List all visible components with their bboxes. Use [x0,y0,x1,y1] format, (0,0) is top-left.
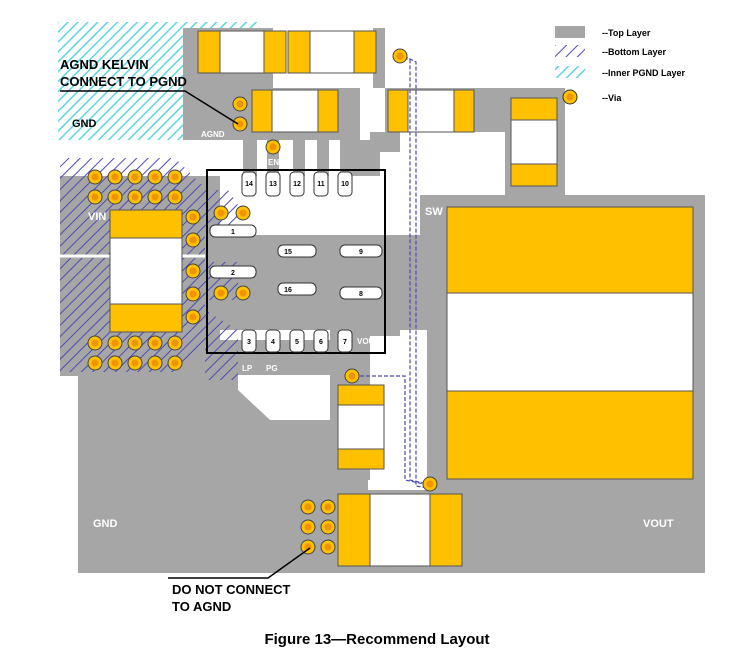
do-not-connect-annotation: DO NOT CONNECT TO AGND [168,547,311,614]
net-label-gnd-top: GND [72,118,97,130]
ic-outline [206,169,386,354]
via-group [87,48,438,555]
via-hole [304,523,312,531]
passive-components [109,30,694,567]
via-hole [111,193,119,201]
via-hole [189,313,197,321]
via-hole [171,173,179,181]
via-hole [324,503,332,511]
via-hole [236,120,244,128]
pin-1-label: 1 [231,229,235,236]
legend-bottom-layer-label: --Bottom Layer [602,47,666,57]
via-hole [217,209,225,217]
legend-via-label: --Via [602,93,622,103]
via-hole [239,289,247,297]
via-hole [131,173,139,181]
pin-4-label: 4 [271,339,275,346]
via-hole [189,290,197,298]
legend-bottom-layer-swatch [555,45,585,57]
via-hole [269,143,277,151]
legend-top-layer-swatch [555,26,585,38]
pin-14-label: 14 [245,181,253,188]
pin-9-label: 9 [359,249,363,256]
via-hole [151,193,159,201]
via-hole [189,267,197,275]
via-hole [324,523,332,531]
via-hole [348,372,356,380]
via-hole [151,359,159,367]
via-hole [171,193,179,201]
do-not-connect-line1: DO NOT CONNECT [172,582,291,597]
pin-13-label: 13 [269,181,277,188]
net-label-en: EN [268,158,279,167]
net-label-vin: VIN [88,211,106,223]
pin-16-label: 16 [284,287,292,294]
pin-10-label: 10 [341,181,349,188]
do-not-connect-line2: TO AGND [172,599,231,614]
via-hole [189,213,197,221]
via-hole [111,339,119,347]
via-hole [239,209,247,217]
net-label-sw: SW [425,206,443,218]
via-hole [131,193,139,201]
via-hole [91,359,99,367]
via-hole [91,173,99,181]
via-hole [111,173,119,181]
via-hole [304,503,312,511]
net-label-agnd: AGND [201,130,225,139]
via-hole [171,339,179,347]
via-hole [396,52,404,60]
pin-11-label: 11 [317,181,325,188]
via-hole [324,543,332,551]
ic-pins [209,171,383,353]
agnd-kelvin-line2: CONNECT TO PGND [60,74,187,89]
pin-7-label: 7 [343,339,347,346]
via-hole [151,339,159,347]
via-hole [236,100,244,108]
legend-inner-pgnd-swatch [555,66,585,78]
via-hole [131,359,139,367]
via-hole [91,193,99,201]
legend-top-layer-label: --Top Layer [602,28,651,38]
net-label-vout-bottom: VOUT [643,518,674,530]
net-label-vout-pin: VOUT [357,337,379,346]
via-hole [171,359,179,367]
via-hole [131,339,139,347]
net-label-lp: LP [242,364,253,373]
agnd-kelvin-line1: AGND KELVIN [60,57,149,72]
legend: --Top Layer --Bottom Layer --Inner PGND … [555,26,686,105]
net-label-pg: PG [266,364,278,373]
pin-6-label: 6 [319,339,323,346]
via-hole [151,173,159,181]
pin-3-label: 3 [247,339,251,346]
pin-5-label: 5 [295,339,299,346]
via-hole [217,289,225,297]
via-hole [91,339,99,347]
pin-15-label: 15 [284,249,292,256]
pin-12-label: 12 [293,181,301,188]
via-hole [426,480,434,488]
agnd-kelvin-annotation: AGND KELVIN CONNECT TO PGND [60,57,239,125]
via-hole [189,236,197,244]
net-label-gnd-bottom: GND [93,518,118,530]
pin-8-label: 8 [359,291,363,298]
legend-inner-pgnd-label: --Inner PGND Layer [602,68,686,78]
via-hole [111,359,119,367]
pin-2-label: 2 [231,270,235,277]
figure-caption: Figure 13—Recommend Layout [264,631,489,648]
